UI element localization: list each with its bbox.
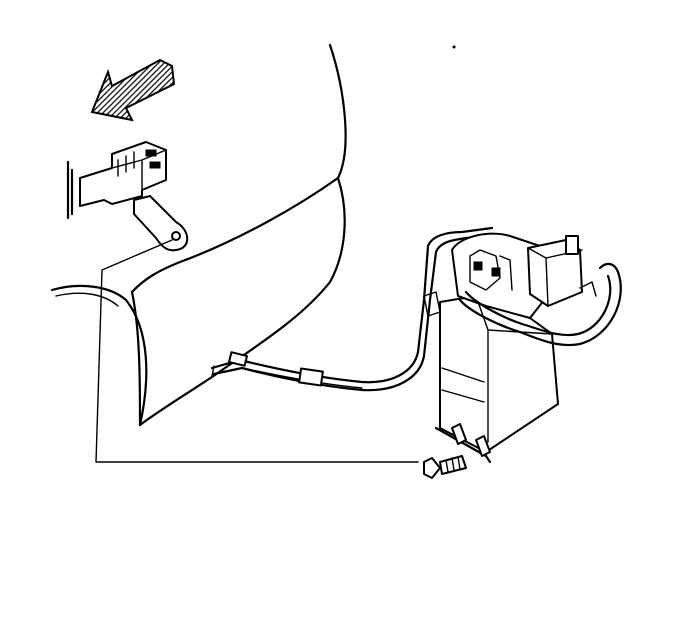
stray-mark — [452, 45, 456, 49]
canister-mounting-bracket — [66, 141, 189, 252]
vapor-tubes — [210, 226, 496, 392]
evap-canister — [423, 291, 559, 464]
front-direction-arrow — [90, 58, 176, 122]
mounting-bolt — [423, 455, 467, 479]
vent-solenoid-assembly — [451, 232, 622, 347]
vehicle-body-outline — [50, 43, 347, 427]
leader-lines — [95, 239, 419, 463]
